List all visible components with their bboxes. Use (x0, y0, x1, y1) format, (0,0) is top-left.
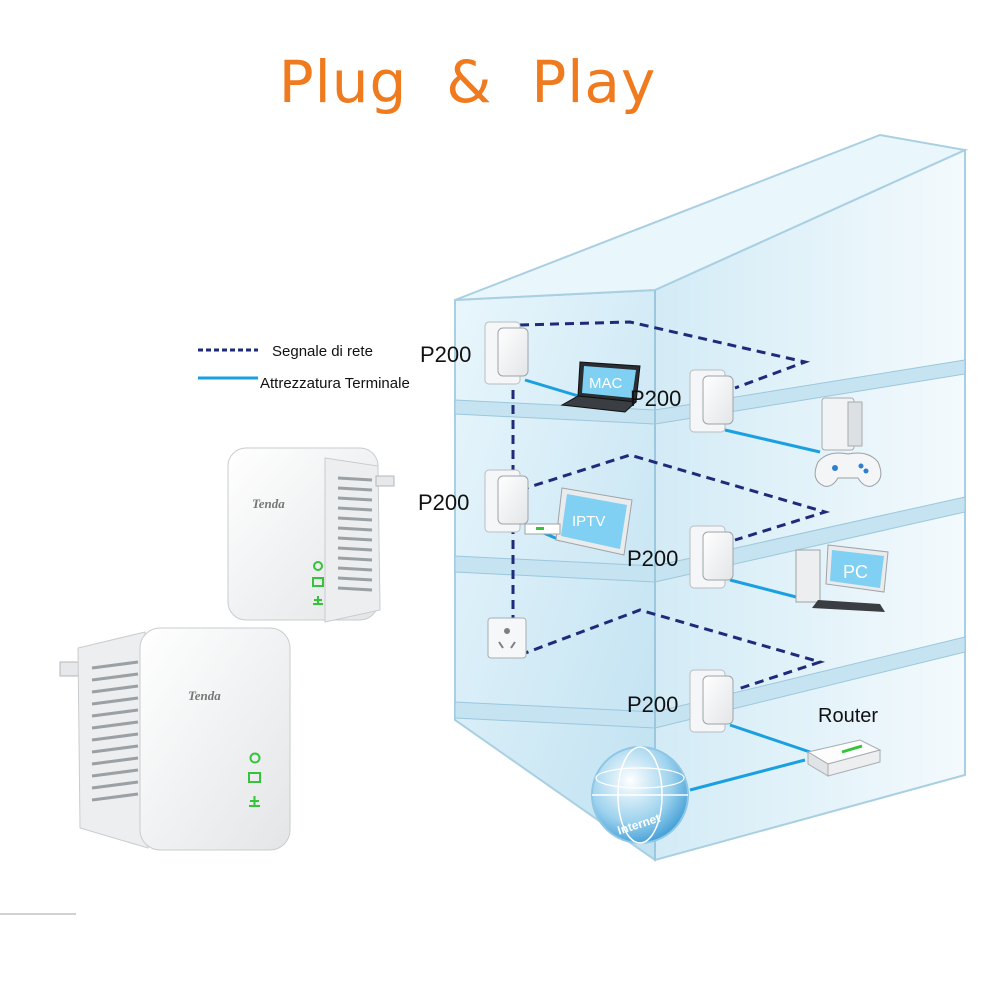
wall-adapter-2 (689, 369, 734, 433)
wall-adapter-3 (484, 469, 529, 533)
adapter-label: P200 (627, 692, 678, 717)
brand-logo: Tenda (188, 688, 221, 703)
mac-laptop: MAC (560, 361, 641, 413)
building-roof (454, 133, 969, 301)
legend-terminal-equipment: Attrezzatura Terminale (260, 375, 410, 392)
adapter-label: P200 (627, 546, 678, 571)
wall-adapter-1 (484, 321, 529, 385)
page-title: Plug & Play (278, 48, 657, 116)
wall-socket-icon (487, 617, 527, 659)
iptv-label: IPTV (572, 513, 605, 530)
game-console (814, 397, 882, 487)
power-icon (313, 561, 323, 571)
building (454, 133, 969, 862)
wall-adapter-5 (689, 669, 734, 733)
game-controller-icon (814, 452, 882, 487)
adapter-label: P200 (630, 386, 681, 411)
adapter-label: P200 (418, 490, 469, 515)
ethernet-icon (249, 796, 260, 807)
product-adapter-upper: Tenda (227, 447, 395, 623)
wall-adapter-4 (689, 525, 734, 589)
power-icon (249, 752, 261, 764)
brand-logo: Tenda (252, 496, 285, 511)
powerline-icon (312, 577, 324, 587)
legend-network-signal: Segnale di rete (272, 343, 373, 360)
mac-label: MAC (589, 375, 623, 392)
pc-label: PC (843, 562, 868, 582)
powerline-icon (248, 772, 261, 783)
product-adapter-lower: Tenda (59, 627, 291, 851)
ethernet-icon (313, 596, 323, 605)
iptv-screen: IPTV (524, 487, 633, 556)
internet-globe: Internet (591, 746, 689, 844)
router (806, 739, 882, 777)
legend: Segnale di rete Attrezzatura Terminale (198, 343, 410, 392)
adapter-label: P200 (420, 342, 471, 367)
router-label: Router (818, 705, 878, 727)
pc-desktop: PC (795, 544, 889, 612)
